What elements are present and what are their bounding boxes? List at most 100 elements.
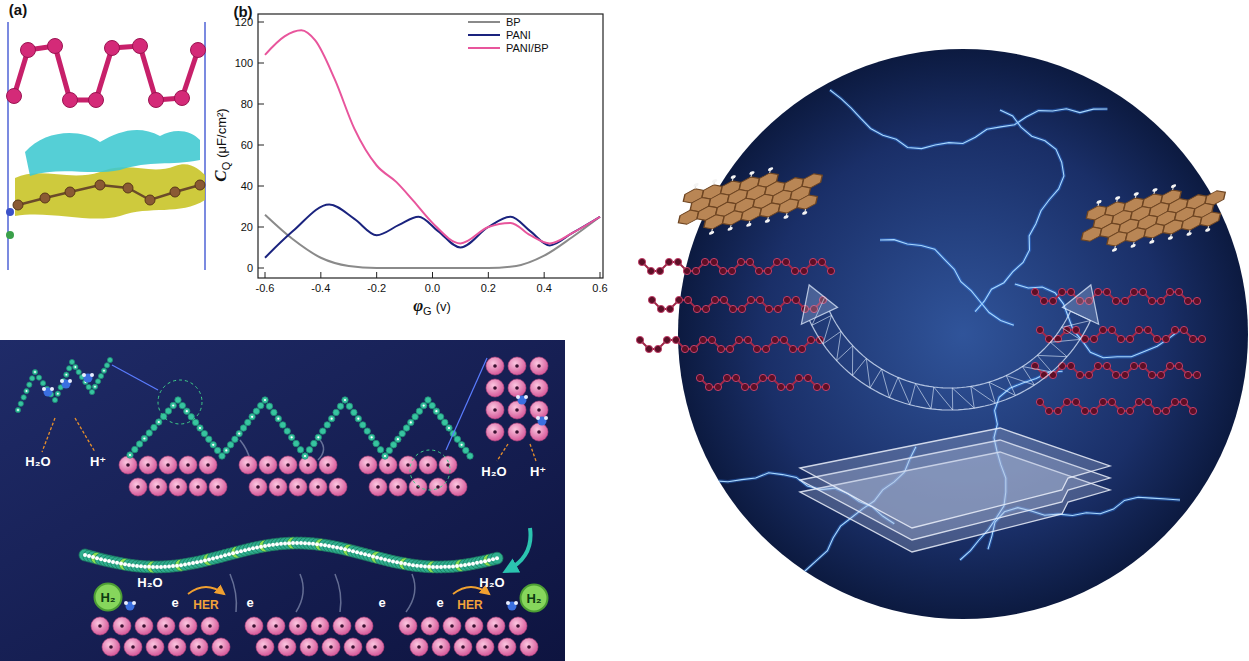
bp-atoms-upper: [156, 485, 160, 489]
inset-bp: [508, 423, 526, 441]
legend-text: PANI/BP: [506, 42, 549, 55]
bending-arrow: [837, 331, 853, 360]
inset-bp: [508, 357, 526, 375]
quantum-capacitance-chart: [376, 272, 377, 278]
pani-chain-upper: [291, 436, 293, 438]
bp-atoms-lower: [197, 645, 201, 649]
graphene-sheet: [778, 197, 800, 215]
graphene-sheet: [1112, 248, 1118, 252]
pani-chain-upper: [186, 410, 188, 412]
bp-chain: [638, 258, 645, 265]
bp-chain: [1072, 326, 1079, 333]
pani-chain-upper: [251, 416, 253, 418]
y-axis-title: CQ(μF/cm²): [211, 108, 233, 181]
bp-chain: [753, 345, 760, 352]
bp-atoms-lower: [91, 617, 538, 656]
panel-a-structure: [170, 187, 180, 197]
pani-chain-upper: [421, 402, 427, 408]
graphene-sheet: [768, 167, 774, 171]
pani-chain-upper: [197, 425, 203, 431]
bp-chain: [1157, 371, 1164, 378]
pani-chain-lower: [315, 542, 319, 546]
quantum-capacitance-chart: [258, 22, 264, 23]
bending-arrow: [1050, 327, 1080, 342]
bp-atoms-lower: [98, 624, 102, 628]
inset-bp: [493, 386, 497, 390]
bending-arrow: [989, 376, 1016, 396]
pani-chain-upper: [143, 437, 145, 439]
tick-label: -0.4: [311, 282, 330, 295]
pani-chain-upper: [271, 409, 277, 415]
legend-text: PANI: [506, 29, 531, 42]
graphene-sheet: [722, 209, 744, 227]
bp-atoms-upper: [276, 485, 280, 489]
pani-chain-upper: [364, 428, 370, 434]
inset-pani: [98, 373, 103, 378]
pani-chain-lower: [283, 541, 287, 545]
inset-bp: [486, 423, 504, 441]
bp-atoms-upper: [129, 478, 147, 496]
inset-pani: [40, 381, 45, 386]
pani-chain-lower: [203, 558, 207, 562]
bp-chain: [1130, 362, 1137, 369]
lightning: [830, 90, 1107, 149]
pani-chain-lower: [243, 548, 247, 552]
bp-atoms-lower: [443, 617, 461, 635]
bp-chain: [683, 267, 690, 274]
bp-chain: [1162, 335, 1169, 342]
pani-chain-upper: [425, 397, 431, 403]
pani-chain-upper: [437, 414, 443, 420]
bp-atoms-upper: [316, 485, 320, 489]
pani-chain-lower: [79, 537, 503, 573]
bp-chain: [1067, 288, 1074, 295]
tick-label: 60: [241, 139, 253, 152]
inset-pani: [21, 395, 26, 400]
bp-atoms-lower: [256, 638, 274, 656]
pani-chain-lower: [155, 565, 159, 569]
bp-atoms-upper: [189, 478, 207, 496]
pani-chain-upper: [408, 419, 414, 425]
pani-chain-lower: [475, 561, 479, 565]
pani-chain-lower: [99, 557, 103, 561]
graphene-sheet: [764, 219, 770, 223]
bp-chain: [1036, 398, 1196, 414]
quantum-capacitance-chart: [258, 14, 603, 278]
schematic-illustration: [446, 358, 487, 450]
pani-chain-lower: [103, 558, 107, 562]
schematic-illustration: [15, 357, 548, 656]
inset-pani: [18, 401, 23, 406]
species-label: H₂O: [479, 576, 504, 591]
pani-chain-lower: [455, 564, 459, 568]
pani-chain-upper: [320, 428, 326, 434]
pani-chain-lower: [175, 564, 179, 568]
inset-bp: [530, 379, 548, 397]
bp-atoms-upper: [246, 463, 250, 467]
species-label: H⁺: [90, 455, 106, 470]
bp-atoms-upper: [289, 478, 307, 496]
bp-atoms-lower: [186, 624, 190, 628]
bp-chain: [1175, 362, 1182, 369]
bp-chain: [1112, 297, 1119, 304]
bp-chain: [1108, 326, 1115, 333]
pani-chain-lower: [331, 545, 335, 549]
bp-atoms-upper: [139, 456, 157, 474]
bp-chain: [1081, 407, 1088, 414]
pani-chain-lower: [431, 565, 435, 569]
bp-atoms-lower: [168, 638, 186, 656]
bp-atoms-upper: [179, 456, 197, 474]
pani-chain-upper: [377, 447, 383, 453]
graphene-sheet: [727, 227, 733, 231]
node-text: H₂: [100, 590, 115, 605]
legend-samples: [468, 21, 500, 23]
inset-bp: [537, 364, 541, 368]
inset-bp: [486, 401, 504, 419]
lightning: [1015, 284, 1180, 358]
bp-atoms-upper: [409, 478, 427, 496]
inset-pani: [64, 372, 69, 377]
bending-arrow: [1006, 367, 1034, 385]
pani-chain-upper: [225, 449, 227, 451]
pani-chain-upper: [423, 404, 425, 406]
bp-atoms-lower: [505, 645, 509, 649]
pani-chain-lower: [223, 553, 227, 557]
graphene-sheet: [759, 201, 781, 219]
